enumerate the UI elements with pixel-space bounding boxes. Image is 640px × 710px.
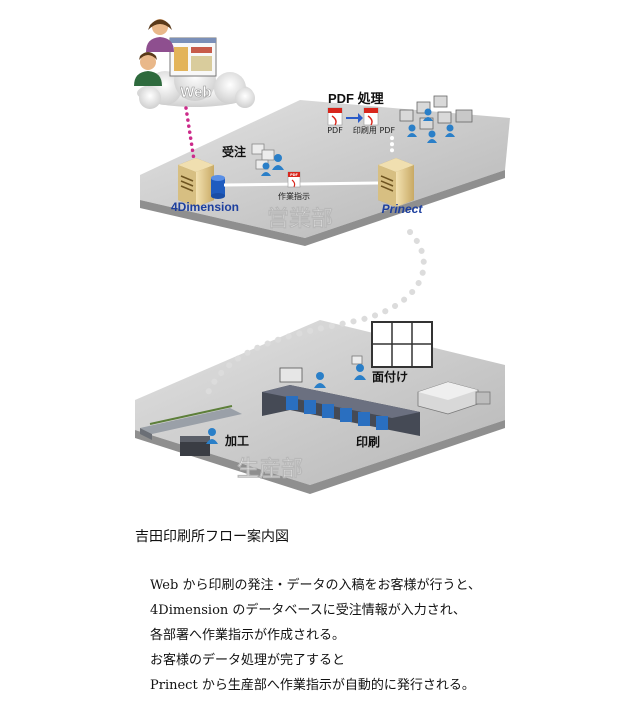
order-label: 受注 xyxy=(222,144,246,159)
flow-diagram: Web 4Dimension xyxy=(134,19,510,494)
pdf-print-icon xyxy=(363,107,379,126)
description-line: Prinect から生産部へ作業指示が自動的に発行される。 xyxy=(150,678,475,693)
arrow-icon xyxy=(346,113,363,123)
server-link-line xyxy=(223,181,379,187)
4dimension-server-label: 4Dimension xyxy=(171,200,239,214)
pdf-source-icon xyxy=(327,107,343,126)
work-order-label: 作業指示 xyxy=(278,191,310,201)
4dimension-server-icon xyxy=(178,158,214,207)
description-line: Web から印刷の発注・データの入稿をお客様が行うと、 xyxy=(150,578,481,593)
order-terminals-icon xyxy=(251,143,284,176)
pdf-process-label: PDF 処理 xyxy=(328,91,384,106)
diagram-caption: 吉田印刷所フロー案内図 xyxy=(135,529,289,545)
finishing-label: 加工 xyxy=(224,433,249,448)
work-order-pdf-tag: PDF xyxy=(290,173,298,177)
sales-platform xyxy=(140,100,510,246)
web-browser-window xyxy=(169,37,217,77)
description-line: お客様のデータ処理が完了すると xyxy=(150,653,346,668)
printing-press-icon xyxy=(262,367,420,436)
imposition-operator-icon xyxy=(351,355,366,380)
pdf-source-label: PDF xyxy=(327,126,343,135)
description-line: 4Dimension のデータベースに受注情報が入力され、 xyxy=(150,603,466,618)
printing-label: 印刷 xyxy=(356,435,380,449)
web-label: Web xyxy=(180,84,211,101)
sales-department-label: 営業部 xyxy=(267,206,333,232)
platesetter-icon xyxy=(417,381,491,415)
prinect-server-label: Prinect xyxy=(382,202,424,216)
customer-user-icon xyxy=(146,19,174,52)
customer-user-icon xyxy=(134,52,162,86)
workstations-icon xyxy=(399,95,473,143)
description: Web から印刷の発注・データの入稿をお客様が行うと、 4Dimension の… xyxy=(150,573,481,698)
production-department-label: 生産部 xyxy=(237,456,303,482)
database-icon xyxy=(211,175,225,199)
web-to-server-link xyxy=(184,106,196,162)
imposition-label: 面付け xyxy=(372,369,408,384)
finishing-machine-icon xyxy=(140,405,242,456)
pdf-print-label: 印刷用 PDF xyxy=(353,126,396,135)
web-cloud xyxy=(137,59,255,109)
description-line: 各部署へ作業指示が作成される。 xyxy=(150,628,346,643)
prinect-server-icon xyxy=(378,158,414,207)
work-order-pdf-icon xyxy=(287,171,301,188)
imposition-monitor-icon xyxy=(371,321,433,368)
